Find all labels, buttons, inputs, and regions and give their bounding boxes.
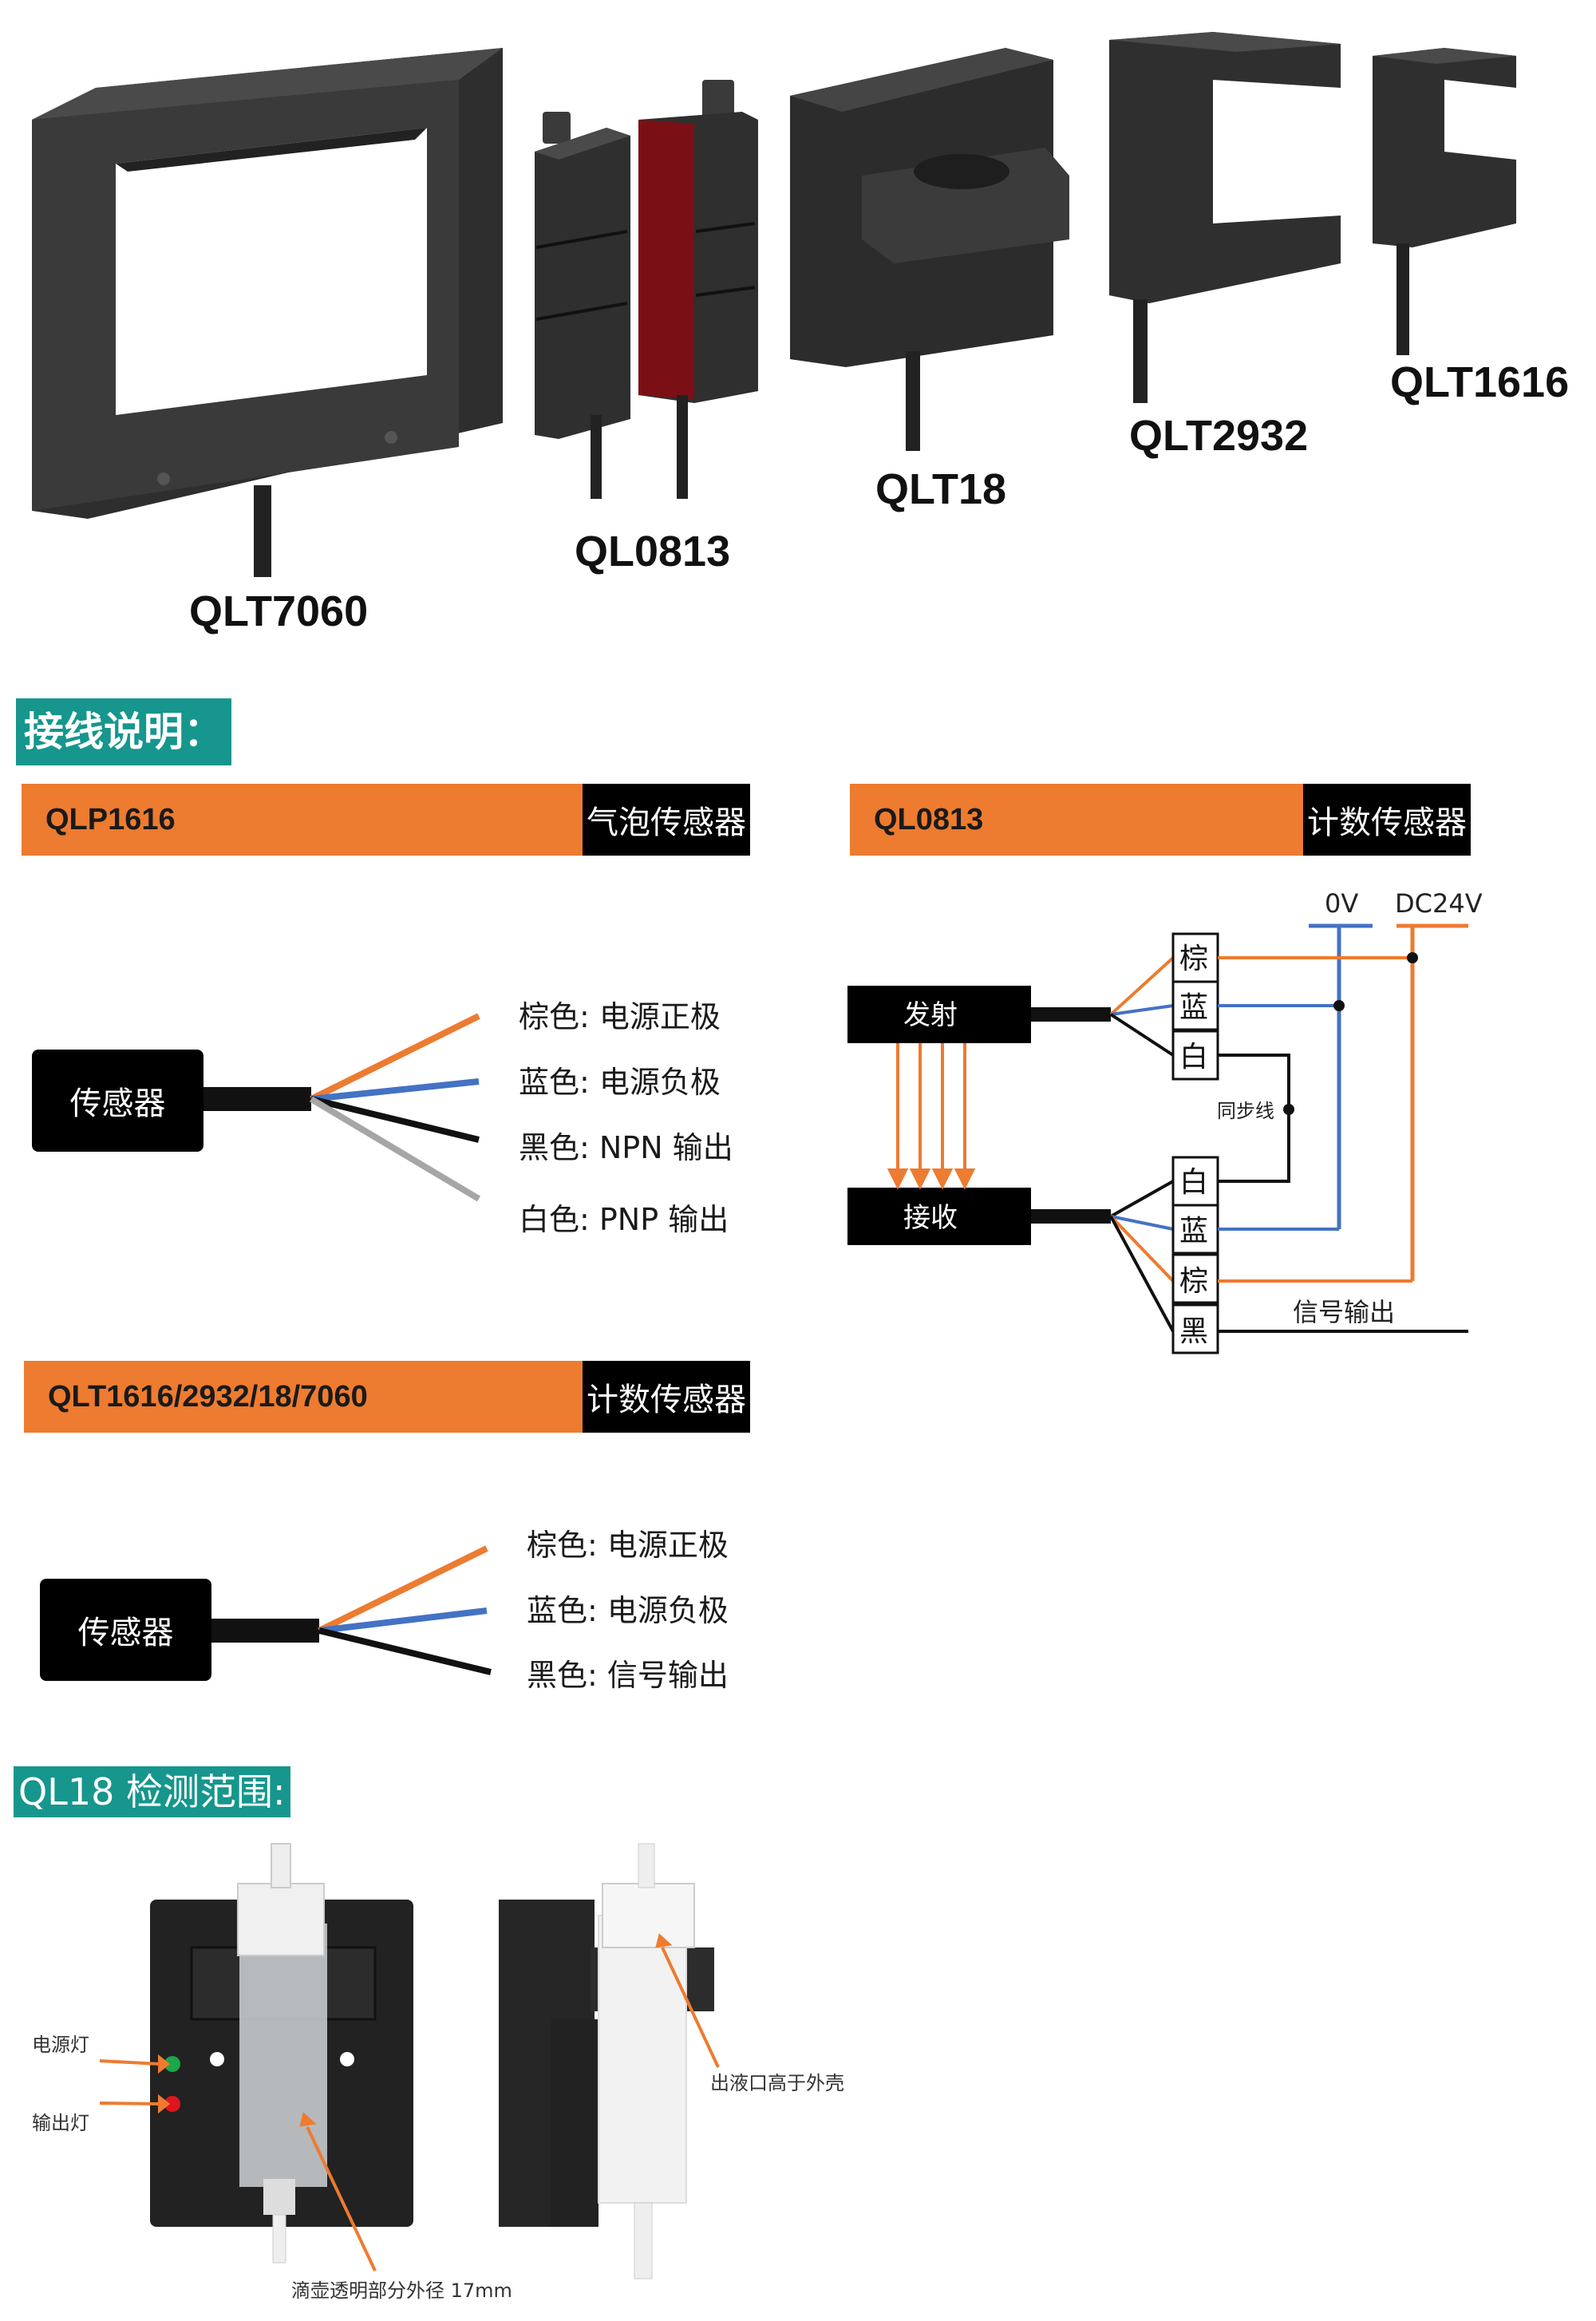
wire-brown: [310, 1013, 480, 1102]
wire-blue: [310, 1078, 480, 1102]
front-view-image: [150, 1843, 413, 2264]
product-name-qlt1616: QLT1616: [1390, 358, 1570, 406]
product-name-qlt18: QLT18: [875, 465, 1007, 513]
qlt1616-sensor-image: [1373, 48, 1516, 355]
sync-line-label: 同步线: [1217, 1100, 1274, 1122]
receiver-label: 接收: [903, 1202, 958, 1234]
wire-label-white: 白色: PNP 输出: [519, 1202, 729, 1237]
wire-label-brown: 棕色: 电源正极: [527, 1528, 729, 1563]
output-led-icon: [164, 2096, 180, 2112]
beam-arrows: [887, 1043, 976, 1190]
drip-chamber-note: 滴壶透明部分外径 17mm: [291, 2279, 512, 2302]
section-bar-ql0813: QL0813 计数传感器: [850, 784, 1471, 856]
ql18-range-illustration: 电源灯 输出灯 滴壶透明部分外径 17mm 出液口高于外壳: [32, 1843, 844, 2302]
receiver-wire-white: 白: [1179, 1166, 1208, 1199]
sensor-box-qlt: 传感器: [40, 1579, 211, 1681]
emitter-label: 发射: [903, 999, 958, 1031]
wire-blue: [318, 1607, 488, 1634]
section-model: QL0813: [850, 784, 1303, 856]
wire-label-blue: 蓝色: 电源负极: [519, 1065, 721, 1100]
product-name-ql0813: QL0813: [575, 528, 731, 575]
range-title: QL18 检测范围:: [14, 1766, 290, 1817]
label-dc24v: DC24V: [1395, 888, 1483, 919]
label-0v: 0V: [1325, 888, 1358, 919]
output-led-label: 输出灯: [32, 2112, 89, 2134]
qlt2932-sensor-image: [1109, 32, 1341, 403]
qlt-wires: [211, 1545, 492, 1675]
section-model: QLP1616: [22, 784, 583, 856]
emitter-wire-white: 白: [1179, 1041, 1208, 1074]
outlet-height-note: 出液口高于外壳: [710, 2072, 844, 2094]
emitter-box: [847, 986, 1031, 1043]
wire-white: [309, 1096, 481, 1202]
wire-label-black: 黑色: NPN 输出: [519, 1130, 733, 1165]
section-bar-qlp1616: QLP1616 气泡传感器: [22, 784, 750, 856]
section-type: 气泡传感器: [583, 784, 750, 856]
wire-black: [318, 1627, 492, 1675]
wiring-title: 接线说明：: [16, 698, 231, 765]
emitter-wire-blue: 蓝: [1179, 991, 1208, 1024]
receiver-box: [847, 1188, 1031, 1245]
wire-label-brown: 棕色: 电源正极: [519, 999, 721, 1034]
section-bar-qlt: QLT1616/2932/18/7060 计数传感器: [24, 1361, 750, 1433]
qlt18-sensor-image: [790, 48, 1069, 451]
wire-label-black: 黑色: 信号输出: [527, 1658, 729, 1693]
receiver-wire-black: 黑: [1179, 1315, 1208, 1348]
section-type: 计数传感器: [583, 1361, 750, 1433]
section-type: 计数传感器: [1303, 784, 1471, 856]
product-illustrations: [32, 32, 1516, 577]
product-name-qlt7060: QLT7060: [189, 587, 369, 635]
wire-label-blue: 蓝色: 电源负极: [527, 1593, 729, 1628]
emitter-wire-brown: 棕: [1179, 943, 1208, 975]
signal-output-label: 信号输出: [1293, 1297, 1395, 1327]
power-led-icon: [164, 2056, 180, 2072]
power-led-label: 电源灯: [32, 2034, 89, 2056]
ql0813-sensor-image: [535, 80, 758, 499]
qlp1616-wires: [203, 1013, 481, 1202]
product-name-qlt2932: QLT2932: [1129, 412, 1309, 460]
receiver-wire-blue: 蓝: [1179, 1215, 1208, 1247]
sensor-box-qlp1616: 传感器: [32, 1050, 203, 1152]
ql0813-wiring-diagram: 0V DC24V 发射 接收 棕 蓝 白 同步线 白 蓝: [847, 888, 1483, 1354]
receiver-wire-brown: 棕: [1179, 1265, 1208, 1298]
qlt7060-sensor-image: [32, 48, 503, 577]
section-model: QLT1616/2932/18/7060: [24, 1361, 583, 1433]
wire-black: [310, 1096, 480, 1143]
wire-brown: [318, 1545, 488, 1634]
side-view-image: [499, 1843, 714, 2279]
